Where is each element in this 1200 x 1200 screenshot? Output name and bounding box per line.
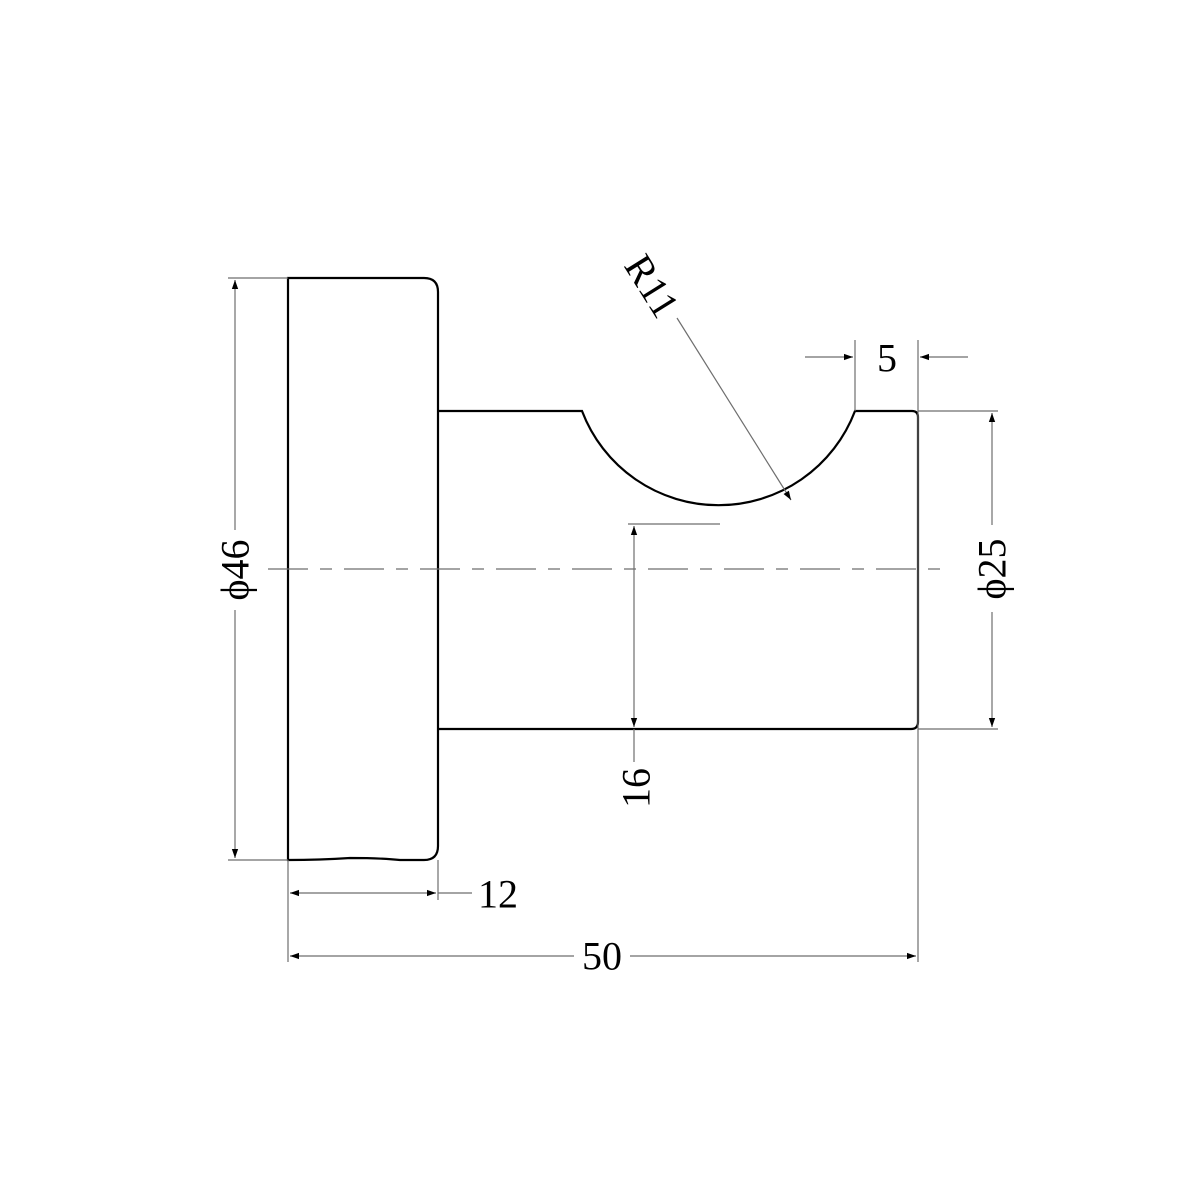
dim-overall-depth: 50 (290, 934, 916, 979)
lip-width-label: 5 (877, 336, 897, 381)
dim-notch-depth: 16 (614, 526, 659, 808)
backplate-diameter-label: ϕ46 (213, 539, 258, 600)
hook-radius-label: R11 (616, 246, 689, 325)
dim-body-diameter: ϕ25 (970, 413, 1015, 727)
dim-lip-width: 5 (805, 336, 968, 381)
extension-lines (228, 277, 998, 962)
notch-depth-label: 16 (614, 768, 659, 808)
hook-body (438, 409, 920, 731)
dim-backplate-thickness: 12 (290, 872, 518, 917)
overall-depth-label: 50 (582, 934, 622, 979)
backplate (286, 276, 440, 862)
dim-hook-radius: R11 (616, 246, 792, 501)
backplate-thickness-label: 12 (478, 872, 518, 917)
body-diameter-label: ϕ25 (970, 538, 1015, 599)
dim-backplate-diameter: ϕ46 (213, 280, 258, 858)
